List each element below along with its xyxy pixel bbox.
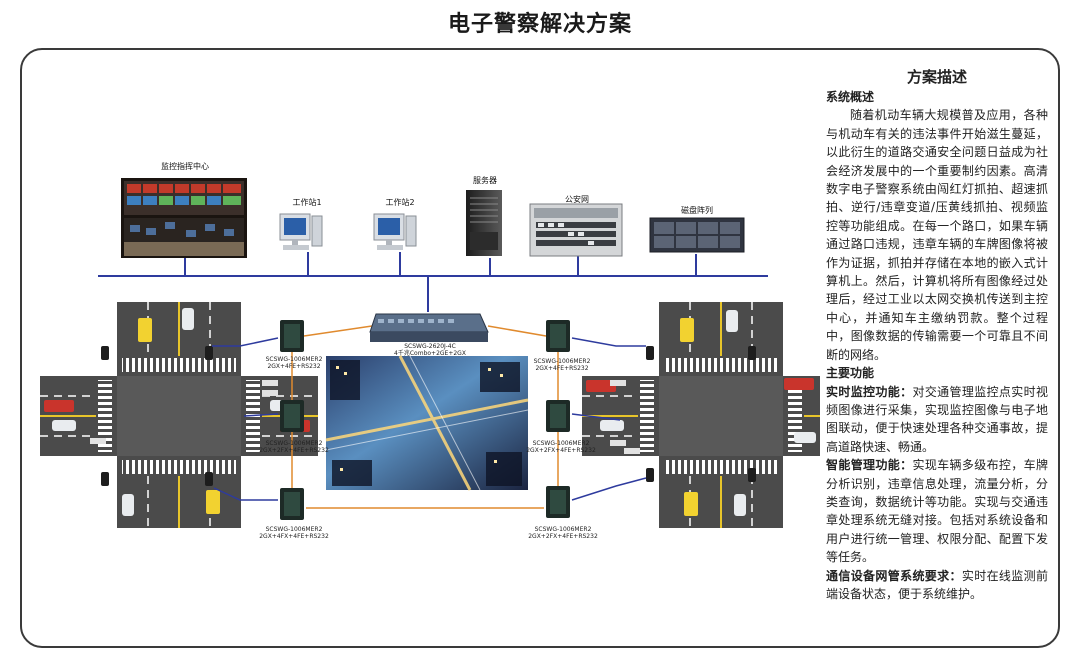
disk-array-image [649, 217, 745, 253]
overview-text: 随着机动车辆大规模普及应用，各种与机动车有关的违法事件开始滋生蔓延，以此衍生的道… [826, 108, 1048, 362]
function-intelligent-text: 实现车辆多级布控，车牌分析识别，违章信息处理，流量分析，分类查询，数据统计等功能… [826, 458, 1048, 565]
switch-tr-model: SCSWG-1006MER2 [533, 358, 591, 365]
switch-tr-label: SCSWG-1006MER2 2GX+4FE+RS232 [522, 358, 602, 372]
function-intelligent-title: 智能管理功能： [826, 458, 913, 473]
disk-array-label: 磁盘阵列 [681, 206, 713, 215]
switch-tr-spec: 2GX+4FE+RS232 [535, 365, 589, 372]
function-nms-title: 通信设备网管系统要求： [826, 568, 962, 583]
fiber-ring [291, 325, 559, 509]
functions-title: 主要功能 [826, 366, 875, 381]
right-intersection [582, 302, 820, 528]
solution-description: 方案描述 系统概述 随着机动车辆大规模普及应用，各种与机动车有关的违法事件开始滋… [826, 66, 1048, 603]
switch-bl-label: SCSWG-1006MER2 2GX+4FX+4FE+RS232 [252, 526, 336, 540]
switch-tl-label: SCSWG-1006MER2 2GX+4FE+RS232 [254, 356, 334, 370]
field-switch-mr [546, 400, 570, 432]
field-switch-tl [280, 320, 304, 352]
function-nms: 通信设备网管系统要求：实时在线监测前端设备状态，便于系统维护。 [826, 567, 1048, 604]
core-switch-image [369, 313, 489, 342]
page-title: 电子警察解决方案 [447, 12, 632, 37]
police-network-label: 公安网 [565, 195, 589, 204]
switch-ml-model: SCSWG-1006MER2 [265, 440, 323, 447]
workstation-1-label: 工作站1 [292, 198, 322, 207]
switch-ml-spec: 2GX+2FX+4FE+RS232 [259, 447, 329, 454]
police-network-image [529, 203, 623, 257]
switch-ml-label: SCSWG-1006MER2 2GX+2FX+4FE+RS232 [252, 440, 336, 454]
function-realtime: 实时监控功能：对交通管理监控点实时视频图像进行采集，实现监控图像与电子地图联动，… [826, 383, 1048, 457]
function-realtime-title: 实时监控功能： [826, 384, 913, 399]
left-intersection [40, 302, 318, 528]
switch-br-spec: 2GX+2FX+4FE+RS232 [528, 533, 598, 540]
core-switch-label: SCSWG-2620J-4C 4千兆Combo+2GE+2GX [388, 343, 472, 357]
command-center-label: 监控指挥中心 [161, 162, 209, 171]
field-switch-bl [280, 488, 304, 520]
city-intersection-photo [325, 355, 529, 491]
field-switch-tr [546, 320, 570, 352]
server-image [466, 190, 502, 256]
switch-br-label: SCSWG-1006MER2 2GX+2FX+4FE+RS232 [520, 526, 606, 540]
core-switch-model: SCSWG-2620J-4C [404, 343, 456, 350]
function-intelligent: 智能管理功能：实现车辆多级布控，车牌分析识别，违章信息处理，流量分析，分类查询，… [826, 456, 1048, 566]
switch-bl-spec: 2GX+4FX+4FE+RS232 [259, 533, 329, 540]
core-switch-spec: 4千兆Combo+2GE+2GX [394, 350, 466, 357]
field-switch-ml [280, 400, 304, 432]
switch-tl-model: SCSWG-1006MER2 [265, 356, 323, 363]
switch-tl-spec: 2GX+4FE+RS232 [267, 363, 321, 370]
content-frame [20, 48, 1060, 648]
function-realtime-text: 对交通管理监控点实时视频图像进行采集，实现监控图像与电子地图联动，便于快速处理各… [826, 384, 1048, 454]
workstation-1-image [279, 213, 323, 250]
switch-mr-model: SCSWG-1006MER2 [532, 440, 590, 447]
switch-mr-label: SCSWG-1006MER2 2GX+2FX+4FE+RS232 [518, 440, 604, 454]
workstation-2-image [373, 213, 417, 250]
field-switch-br [546, 486, 570, 518]
switch-bl-model: SCSWG-1006MER2 [265, 526, 323, 533]
switch-mr-spec: 2GX+2FX+4FE+RS232 [526, 447, 596, 454]
switch-br-model: SCSWG-1006MER2 [534, 526, 592, 533]
function-nms-text: 实时在线监测前端设备状态，便于系统维护。 [826, 568, 1048, 601]
description-heading: 方案描述 [906, 68, 967, 86]
server-label: 服务器 [473, 176, 497, 185]
overview-title: 系统概述 [826, 90, 875, 104]
command-center-image [121, 178, 247, 258]
workstation-2-label: 工作站2 [385, 198, 415, 207]
